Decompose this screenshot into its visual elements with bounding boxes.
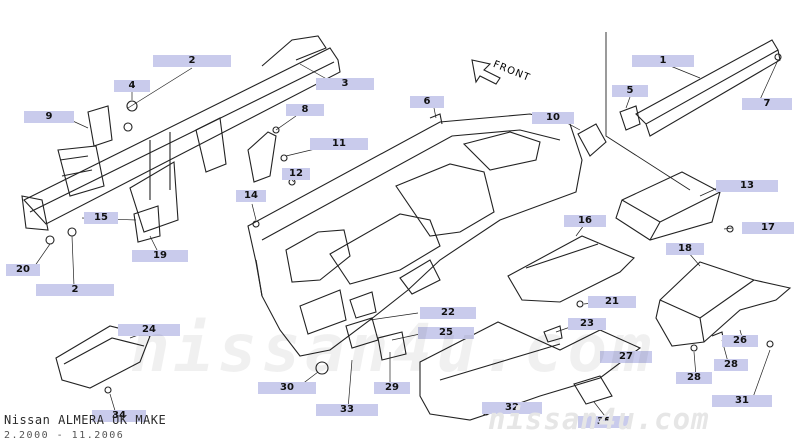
callout-26[interactable]: 26 — [722, 335, 758, 347]
callout-7[interactable]: 7 — [742, 98, 792, 110]
bracket-part-19 — [133, 205, 161, 243]
bolt-part-4 — [123, 122, 133, 132]
callout-3[interactable]: 3 — [316, 78, 374, 90]
callout-16[interactable]: 16 — [564, 215, 606, 227]
callout-25[interactable]: 25 — [418, 327, 474, 339]
clip-part-14 — [252, 220, 260, 228]
clip-part-11 — [280, 154, 288, 162]
cover-part-24 — [55, 325, 151, 389]
tray-part-16 — [507, 235, 635, 303]
bolt-part-2b — [67, 227, 77, 237]
callout-30[interactable]: 30 — [258, 382, 316, 394]
bracket-part-5 — [619, 105, 641, 131]
callout-21[interactable]: 21 — [588, 296, 636, 308]
nut-part-4 — [126, 100, 138, 112]
callout-19[interactable]: 19 — [132, 250, 188, 262]
callout-34[interactable]: 34 — [92, 410, 146, 422]
callout-28-right[interactable]: 28 — [714, 359, 748, 371]
bracket-part-8 — [247, 131, 277, 183]
clip-part-21 — [576, 300, 584, 308]
callout-28-left[interactable]: 28 — [676, 372, 712, 384]
callout-23[interactable]: 23 — [568, 318, 606, 330]
callout-2-bottom[interactable]: 2 — [36, 284, 114, 296]
callout-17[interactable]: 17 — [742, 222, 794, 234]
inset-border — [605, 32, 691, 191]
callout-18[interactable]: 18 — [666, 243, 704, 255]
callout-29[interactable]: 29 — [374, 382, 410, 394]
callout-13[interactable]: 13 — [716, 180, 778, 192]
glove-box-lid-part-13 — [615, 171, 721, 241]
knob-part-30 — [315, 361, 329, 375]
callout-22[interactable]: 22 — [420, 307, 476, 319]
callout-1[interactable]: 1 — [632, 55, 694, 67]
callout-24[interactable]: 24 — [118, 324, 180, 336]
callout-20[interactable]: 20 — [6, 264, 40, 276]
callout-15[interactable]: 15 — [84, 212, 118, 224]
callout-31[interactable]: 31 — [712, 395, 772, 407]
screw-part-17 — [726, 225, 734, 233]
date-range-caption: 2.2000 - 11.2006 — [4, 430, 125, 441]
glove-box-part-18 — [655, 261, 792, 347]
callout-27[interactable]: 27 — [600, 351, 652, 363]
callout-10[interactable]: 10 — [532, 112, 574, 124]
callout-8[interactable]: 8 — [286, 104, 324, 116]
bar-part-1 — [635, 39, 781, 137]
callout-33[interactable]: 33 — [316, 404, 378, 416]
steering-member — [21, 35, 341, 233]
callout-5[interactable]: 5 — [612, 85, 648, 97]
clip-part-28a — [690, 344, 698, 352]
callout-6[interactable]: 6 — [410, 96, 444, 108]
callout-9[interactable]: 9 — [24, 111, 74, 123]
bolt-part-7 — [774, 53, 782, 61]
callout-14[interactable]: 14 — [236, 190, 266, 202]
callout-11[interactable]: 11 — [310, 138, 368, 150]
callout-35[interactable]: 35 — [578, 416, 630, 428]
clip-part-6 — [429, 113, 443, 125]
callout-12[interactable]: 12 — [282, 168, 310, 180]
bolt-part-8 — [272, 126, 280, 134]
vent-part-10 — [577, 123, 607, 157]
front-arrow-icon — [471, 59, 501, 85]
callout-2-top[interactable]: 2 — [153, 55, 231, 67]
bolt-part-31 — [766, 340, 774, 348]
switch-part-29 — [377, 331, 407, 361]
under-cover-part-27 — [419, 321, 642, 421]
clip-part-23 — [543, 325, 563, 343]
callout-32[interactable]: 32 — [482, 402, 542, 414]
clip-part-34 — [104, 386, 112, 394]
model-caption: Nissan ALMERA UK MAKE — [4, 413, 167, 427]
site-watermark: nissan4u.com — [488, 402, 710, 436]
callout-4[interactable]: 4 — [114, 80, 150, 92]
background-watermark: nissan4u.com — [130, 310, 655, 387]
bolt-part-20 — [45, 235, 55, 245]
bracket-part-35 — [573, 375, 613, 405]
